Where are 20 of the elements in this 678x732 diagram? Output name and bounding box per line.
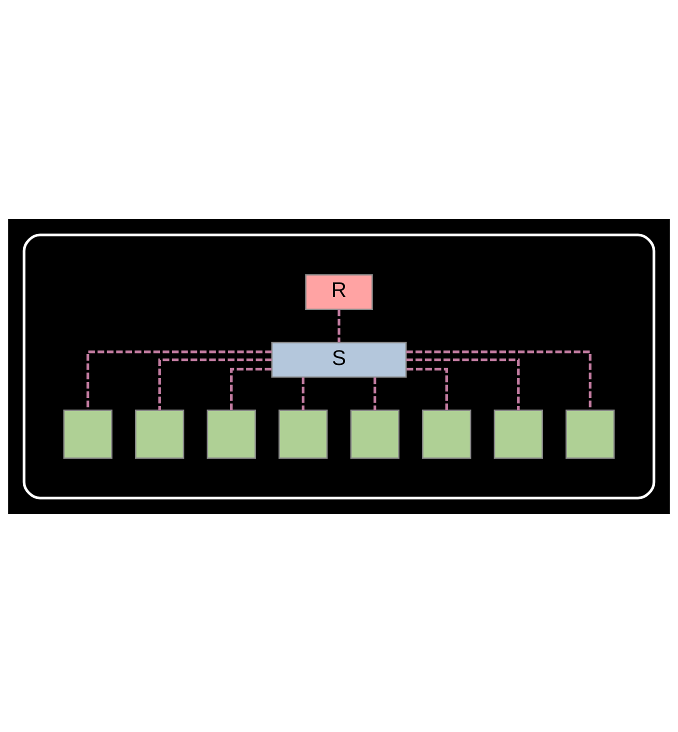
connector <box>158 358 272 410</box>
node-box <box>135 409 184 458</box>
node-box <box>422 409 472 458</box>
node-box <box>63 409 112 458</box>
node-box <box>566 409 615 458</box>
connector <box>374 377 376 410</box>
node-box <box>278 409 328 458</box>
node-box <box>494 409 543 458</box>
connector <box>86 350 272 410</box>
connector <box>406 350 592 410</box>
connector <box>302 377 304 410</box>
connector <box>406 358 520 410</box>
connector <box>338 309 340 342</box>
connector <box>406 367 448 410</box>
node-box <box>350 409 400 458</box>
node-box <box>206 409 256 458</box>
node-box: R <box>305 274 373 310</box>
cluster <box>22 233 656 499</box>
connector <box>230 367 272 410</box>
node-box: S <box>271 341 407 378</box>
